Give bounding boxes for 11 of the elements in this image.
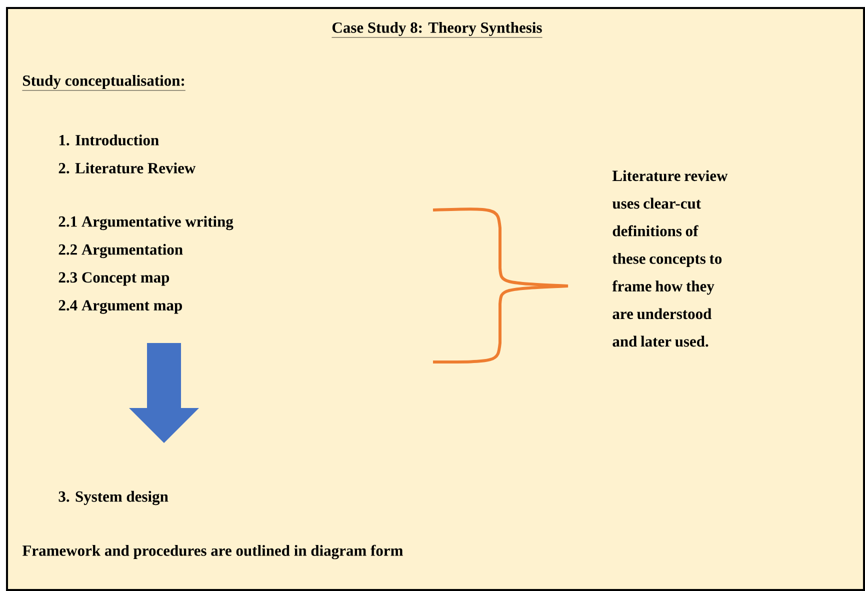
footer-note: Framework and procedures are outlined in diagram form [22,544,403,560]
list-item: 2.1 Argumentative writing [58,216,234,230]
list-item: 2.3 Concept map [58,272,170,286]
section-heading: Study conceptualisation: [22,74,186,91]
list-item: 2. Literature Review [58,162,196,174]
list-item: 2.4 Argument map [58,300,182,314]
list-item: 3. System design [58,490,168,506]
list-item: 2.2 Argumentation [58,244,183,258]
note-text: Literature review uses clear-cut definitions of these concepts to frame how they are understood and later used. [612,170,728,347]
title: Case Study 8: Theory Synthesis [332,22,542,38]
list-item: 1. Introduction [59,134,159,146]
